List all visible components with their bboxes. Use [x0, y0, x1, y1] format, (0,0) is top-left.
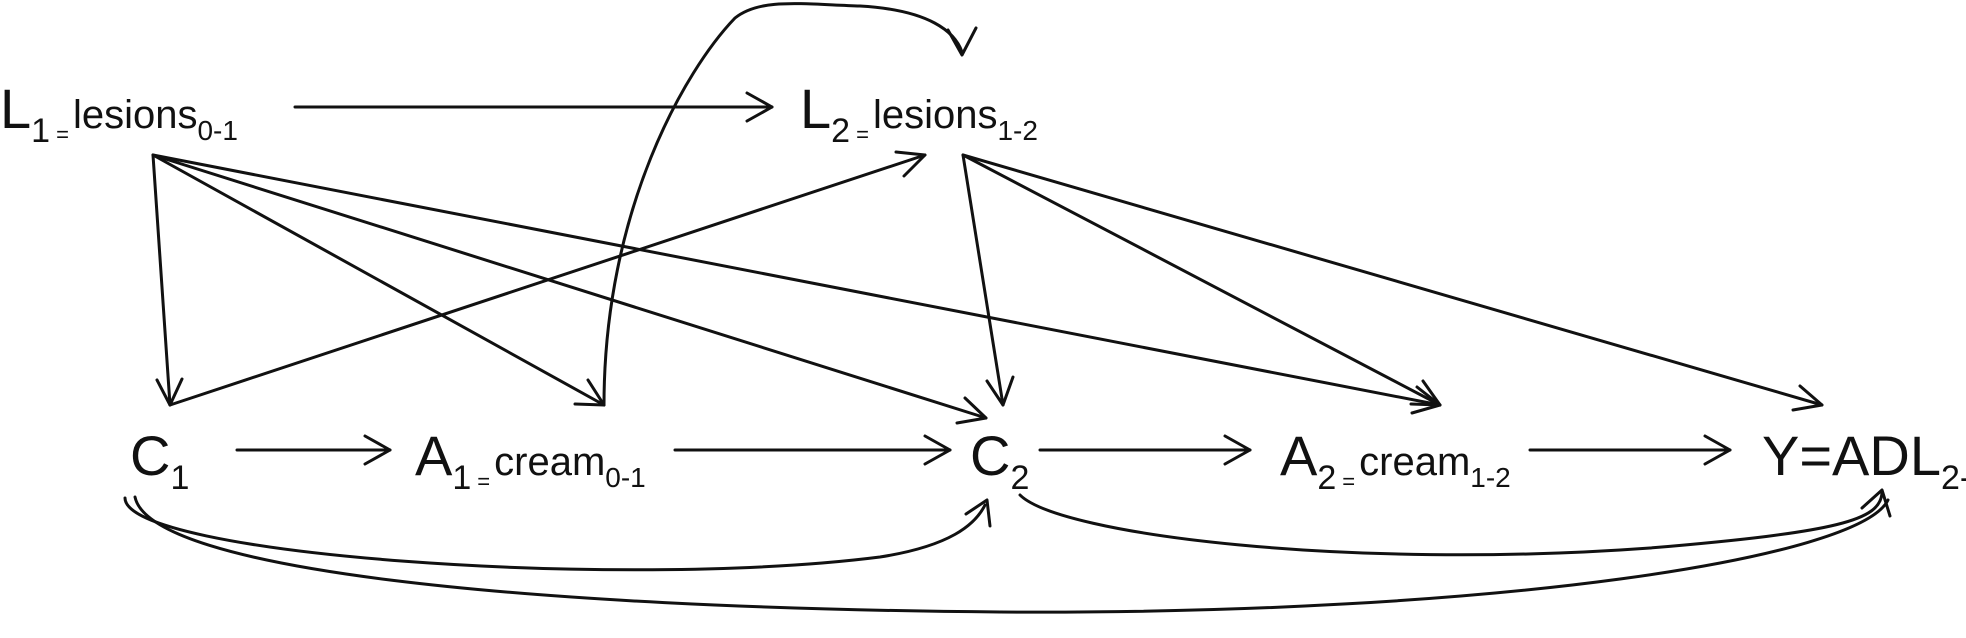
node-a2-index: 2: [1317, 459, 1336, 497]
arrowhead-a2-y: [1703, 434, 1732, 466]
arrowhead-c1-a1: [363, 434, 392, 466]
arrow-l2-y: [961, 153, 1824, 407]
arrow-c2-y-curve: [1018, 491, 1884, 557]
node-a2-letter: A: [1280, 424, 1318, 487]
node-y: Y=ADL2-3: [1762, 424, 1966, 497]
node-l2-name-sub: 1-2: [997, 115, 1037, 146]
arrowhead-c1-c2: [964, 498, 992, 528]
node-l2-equals: =: [856, 122, 869, 147]
node-l1-name: lesions: [73, 93, 198, 137]
arrowhead-c2-y: [1860, 488, 1892, 518]
node-l1-name-sub: 0-1: [197, 115, 237, 146]
arrowhead-c1-l2: [894, 150, 927, 178]
node-a1: A1=cream0-1: [415, 424, 646, 497]
arrowhead-c2-a2: [1223, 434, 1252, 466]
node-a2-name: cream: [1359, 440, 1470, 484]
arrow-l2-a2: [961, 153, 1442, 407]
node-c1-letter: C: [130, 424, 170, 487]
node-a2-equals: =: [1342, 469, 1355, 494]
node-a2: A2=cream1-2: [1280, 424, 1511, 497]
arrow-c1-l2: [168, 153, 927, 407]
node-y-index: 2-3: [1941, 459, 1966, 497]
node-a1-name: cream: [494, 440, 605, 484]
arrowhead-a1-c2: [923, 434, 952, 466]
arrow-l1-a1: [151, 153, 606, 407]
arrow-l1-a2: [151, 153, 1442, 407]
node-y-label: Y=ADL: [1762, 424, 1941, 487]
arrowhead-l2-c2: [985, 375, 1015, 407]
arrowhead-l2-a2: [1409, 379, 1442, 407]
node-l1-index: 1: [31, 112, 50, 150]
arrowhead-l1-l2: [745, 91, 774, 123]
arrow-l1-c1: [151, 153, 172, 407]
node-l2: L2=lesions1-2: [800, 77, 1038, 150]
node-c2-letter: C: [970, 424, 1010, 487]
node-c2-index: 2: [1010, 459, 1029, 497]
node-c2: C2: [970, 424, 1029, 497]
node-a2-name-sub: 1-2: [1470, 462, 1510, 493]
node-l2-name: lesions: [873, 93, 998, 137]
arrowhead-l2-y: [1791, 384, 1824, 412]
node-c1-index: 1: [170, 459, 189, 497]
arrow-l2-c2: [961, 153, 1005, 407]
edges: [123, 2, 1892, 614]
arrow-a1-l2-curve: [602, 2, 964, 407]
node-a1-name-sub: 0-1: [605, 462, 645, 493]
arrowhead-a1-l2: [946, 26, 978, 57]
node-a1-equals: =: [477, 469, 490, 494]
node-a1-index: 1: [452, 459, 471, 497]
node-l2-letter: L: [800, 77, 831, 140]
node-l1: L1=lesions0-1: [0, 77, 238, 150]
arrow-c1-y-curve: [133, 495, 1890, 614]
arrow-c1-c2-curve: [123, 496, 987, 572]
node-l1-equals: =: [56, 122, 69, 147]
node-c1: C1: [130, 424, 189, 497]
node-l1-letter: L: [0, 77, 31, 140]
node-a1-letter: A: [415, 424, 453, 487]
node-l2-index: 2: [831, 112, 850, 150]
arrow-l1-c2: [151, 153, 988, 420]
arrowhead-l1-c2: [955, 396, 988, 425]
